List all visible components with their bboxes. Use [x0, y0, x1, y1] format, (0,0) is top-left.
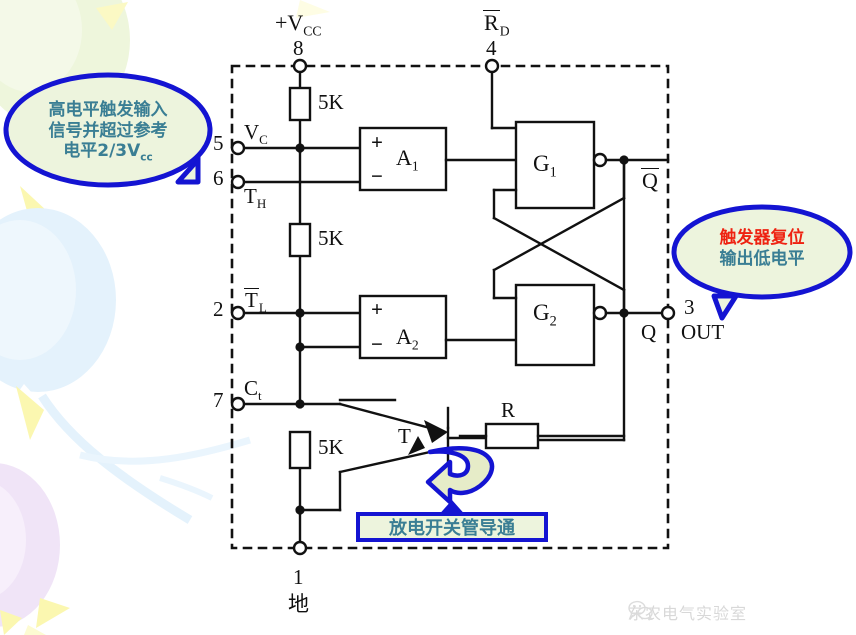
- gate-g2-label: G2: [533, 300, 557, 330]
- confetti-yellow-top: [96, 0, 330, 30]
- pin-label-th: TH: [244, 184, 267, 212]
- resistor-r2: [288, 222, 312, 258]
- pin-label-vc: VC: [244, 120, 268, 148]
- pin-terminal-7: [230, 396, 246, 412]
- bottom-callout-text: 放电开关管导通: [389, 518, 515, 539]
- gate-g2-box: [514, 283, 596, 367]
- node-label-q-bar-text: Q: [641, 168, 659, 193]
- comparator-a2-plus: +: [371, 297, 383, 321]
- pin-label-out: OUT: [681, 320, 725, 344]
- left-callout-line-1: 高电平触发输入: [48, 100, 168, 120]
- left-callout-line-3: 电平2/3Vcc: [18, 141, 198, 164]
- resistor-r3: [288, 430, 312, 470]
- pin-label-tl: TL: [244, 288, 267, 316]
- pin-label-ct: Ct: [244, 376, 262, 404]
- pin-terminal-4: [484, 58, 500, 74]
- pin-number-4: 4: [486, 36, 497, 60]
- resistor-label-r2: 5K: [318, 226, 344, 250]
- resistor-label-r1: 5K: [318, 90, 344, 114]
- pin-terminal-1: [292, 540, 308, 556]
- resistor-label-r4: R: [501, 398, 516, 422]
- transistor-emitter-lead: [338, 446, 450, 474]
- pin-label-th-sub: H: [256, 196, 267, 212]
- pin-number-1: 1: [293, 565, 304, 589]
- transistor-label-t: T: [398, 424, 411, 448]
- pin-terminal-3: [660, 305, 676, 321]
- pin-number-7: 7: [213, 388, 224, 412]
- pin-label-ct-sub: t: [258, 388, 262, 404]
- pin-label-rd: RD: [483, 10, 510, 39]
- pin-label-tl-sub: L: [258, 300, 267, 316]
- pin-number-5: 5: [213, 131, 224, 155]
- pin-terminal-8: [292, 58, 308, 74]
- node-label-q-bar: Q: [641, 168, 659, 192]
- node-label-q: Q: [641, 320, 657, 344]
- watermark-text: 东农电气实验室: [628, 604, 748, 623]
- pin-label-rd-sub: D: [499, 23, 510, 39]
- right-callout-text: 触发器复位 输出低电平: [684, 228, 840, 269]
- pin-label-ground: 地: [288, 592, 309, 616]
- comparator-a1-label: A1: [396, 145, 419, 174]
- pin-terminal-6: [230, 174, 246, 190]
- left-callout-line-3-text: 电平2/3V: [63, 141, 141, 162]
- pin-number-2: 2: [213, 297, 224, 321]
- gate-g1-label: G1: [533, 151, 557, 181]
- comparator-a1-plus: +: [371, 130, 383, 154]
- resistor-r1: [288, 86, 312, 122]
- right-callout-line-1: 触发器复位: [719, 228, 805, 248]
- junction-dots: [295, 143, 629, 515]
- comparator-a2-label: A2: [396, 324, 419, 353]
- comparator-a1-box: [358, 126, 448, 192]
- bottom-callout-box: 放电开关管导通: [356, 512, 548, 542]
- balloon-purple-bottomleft: [0, 463, 60, 627]
- pin-label-vcc-sub: CC: [303, 23, 322, 39]
- resistor-r4: [484, 422, 540, 450]
- gate-g1-box: [514, 120, 596, 210]
- pin-number-3: 3: [684, 295, 695, 319]
- resistor-label-r3: 5K: [318, 435, 344, 459]
- left-callout-text: 高电平触发输入 信号并超过参考 电平2/3Vcc: [18, 100, 198, 165]
- gate-g1-sub: 1: [549, 164, 557, 181]
- gate-g2-sub: 2: [549, 313, 557, 330]
- pin-terminal-5: [230, 140, 246, 156]
- watermark: 东农电气实验室: [628, 600, 747, 624]
- left-callout-line-3-sub: cc: [140, 151, 153, 164]
- confetti-yellow-bottomleft: [0, 598, 70, 635]
- gate-g2-bubble: [592, 305, 608, 321]
- confetti-yellow-midleft: [16, 386, 44, 440]
- pin-terminal-2: [230, 305, 246, 321]
- comparator-a2-box: [358, 294, 448, 360]
- comparator-a2-sub: 2: [411, 337, 419, 353]
- pin-label-vcc: +VCC: [275, 10, 322, 39]
- transistor-emitter-arrow: [408, 436, 425, 455]
- comparator-a1-minus: −: [371, 164, 383, 188]
- gate-g1-bubble: [592, 152, 608, 168]
- left-callout-line-2: 信号并超过参考: [48, 120, 168, 141]
- wechat-icon: [628, 600, 653, 620]
- pin-number-8: 8: [293, 36, 304, 60]
- pin-number-6: 6: [213, 166, 224, 190]
- comparator-a2-minus: −: [371, 332, 383, 356]
- comparator-a1-sub: 1: [411, 158, 419, 174]
- right-callout-line-2: 输出低电平: [719, 248, 805, 269]
- pin-label-vc-sub: C: [259, 132, 268, 148]
